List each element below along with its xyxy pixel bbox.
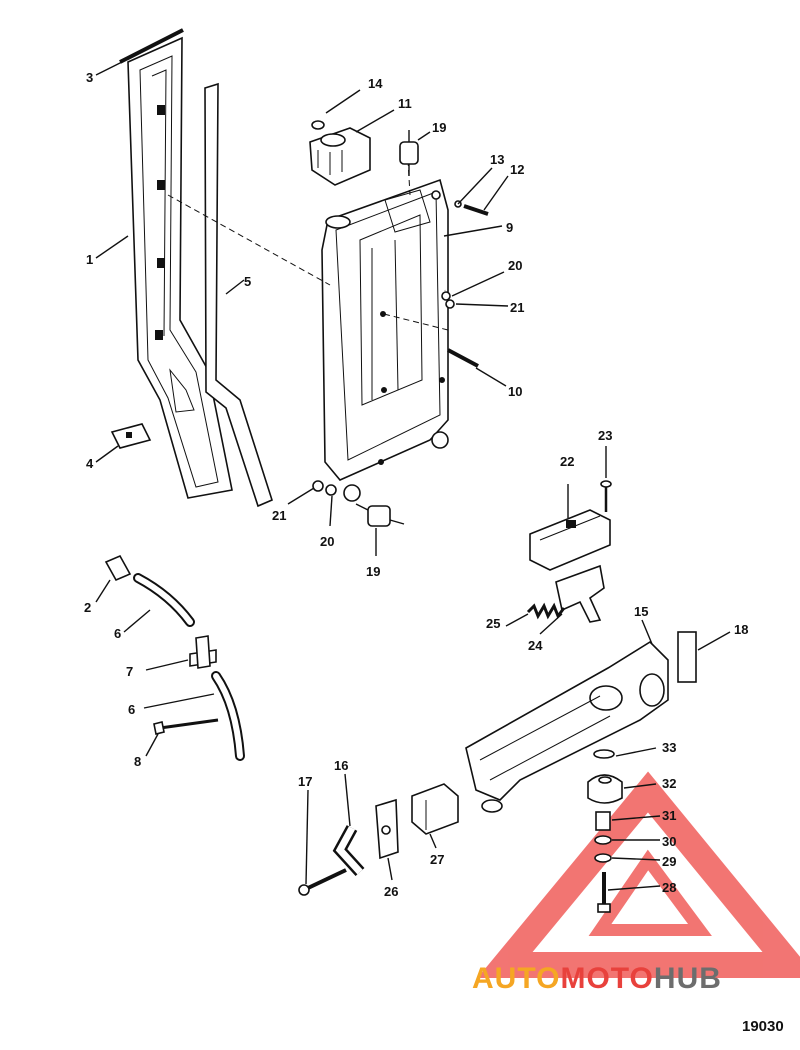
part-32-mount [587,774,623,804]
part-20-washer-lower [325,484,337,496]
callout-6-upper: 6 [114,626,121,641]
part-12-bolt [463,204,489,216]
callout-6-lower: 6 [128,702,135,717]
watermark-text-moto: MOTO [560,962,654,995]
callout-31: 31 [662,808,676,823]
callout-24: 24 [528,638,543,653]
part-15-housing [465,640,669,813]
watermark-text-hub: HUB [653,962,722,995]
callout-25: 25 [486,616,500,631]
part-22-bracket [529,509,611,571]
callout-23: 23 [598,428,612,443]
callout-29: 29 [662,854,676,869]
callout-28: 28 [662,880,676,895]
part-28-bolt [597,872,611,913]
callout-30: 30 [662,834,676,849]
part-27-clamp [411,783,459,835]
part-3-strip [119,28,184,64]
part-11-bracket [309,127,371,186]
part-30-washer [594,835,612,845]
callout-20-lower: 20 [320,534,334,549]
callout-19-lower: 19 [366,564,380,579]
callout-12: 12 [510,162,524,177]
callout-21-upper: 21 [510,300,524,315]
part-20-washer-upper [441,291,451,301]
part-16-elbow [332,825,365,877]
part-19-mount-lower [355,503,405,527]
callout-labels: 3 1 5 4 14 11 19 13 12 9 20 21 10 21 20 … [84,70,748,899]
callout-33: 33 [662,740,676,755]
part-19-mount-upper [399,130,419,176]
figure-number: 19030 [742,1018,784,1035]
callout-16: 16 [334,758,348,773]
callout-13: 13 [490,152,504,167]
callout-18: 18 [734,622,748,637]
part-14-nut [311,120,325,130]
callout-21-lower: 21 [272,508,286,523]
part-2-fitting [104,554,132,582]
callout-17: 17 [298,774,312,789]
part-21-nut-upper [445,299,455,309]
part-17-bolt [298,868,347,896]
callout-11: 11 [398,96,412,111]
leader-lines [95,61,731,891]
part-9-main-plate [321,178,449,502]
callout-32: 32 [662,776,676,791]
part-24-latch [555,564,605,623]
part-18-pad [677,631,697,683]
part-25-spring [526,602,566,620]
part-26-plate [375,798,399,860]
callout-9: 9 [506,220,513,235]
part-23-screw [600,480,612,512]
callout-22: 22 [560,454,574,469]
callout-19-upper: 19 [432,120,446,135]
part-21-nut-lower [312,480,324,492]
callout-15: 15 [634,604,648,619]
part-8-screw [153,718,219,735]
part-5-strip [204,82,273,508]
watermark-text: AUTOMOTOHUB [472,962,722,996]
callout-1: 1 [86,252,93,267]
callout-10: 10 [508,384,522,399]
callout-4: 4 [86,456,94,471]
callout-14: 14 [368,76,383,91]
callout-2: 2 [84,600,91,615]
part-7-tee [189,635,217,669]
part-31-spacer [595,811,611,831]
callout-20-upper: 20 [508,258,522,273]
watermark-triangle-logo [477,771,800,978]
callout-26: 26 [384,884,398,899]
watermark-text-auto: AUTO [472,962,561,995]
part-29-washer [594,853,612,863]
part-4-block [110,423,152,449]
part-33-washer [593,749,615,759]
callout-27: 27 [430,852,444,867]
callout-5: 5 [244,274,251,289]
callout-8: 8 [134,754,141,769]
part-6-hose-upper [133,573,195,627]
part-10-bolt [447,348,479,368]
part-6-hose-lower [211,671,245,761]
callout-7: 7 [126,664,133,679]
callout-3: 3 [86,70,93,85]
